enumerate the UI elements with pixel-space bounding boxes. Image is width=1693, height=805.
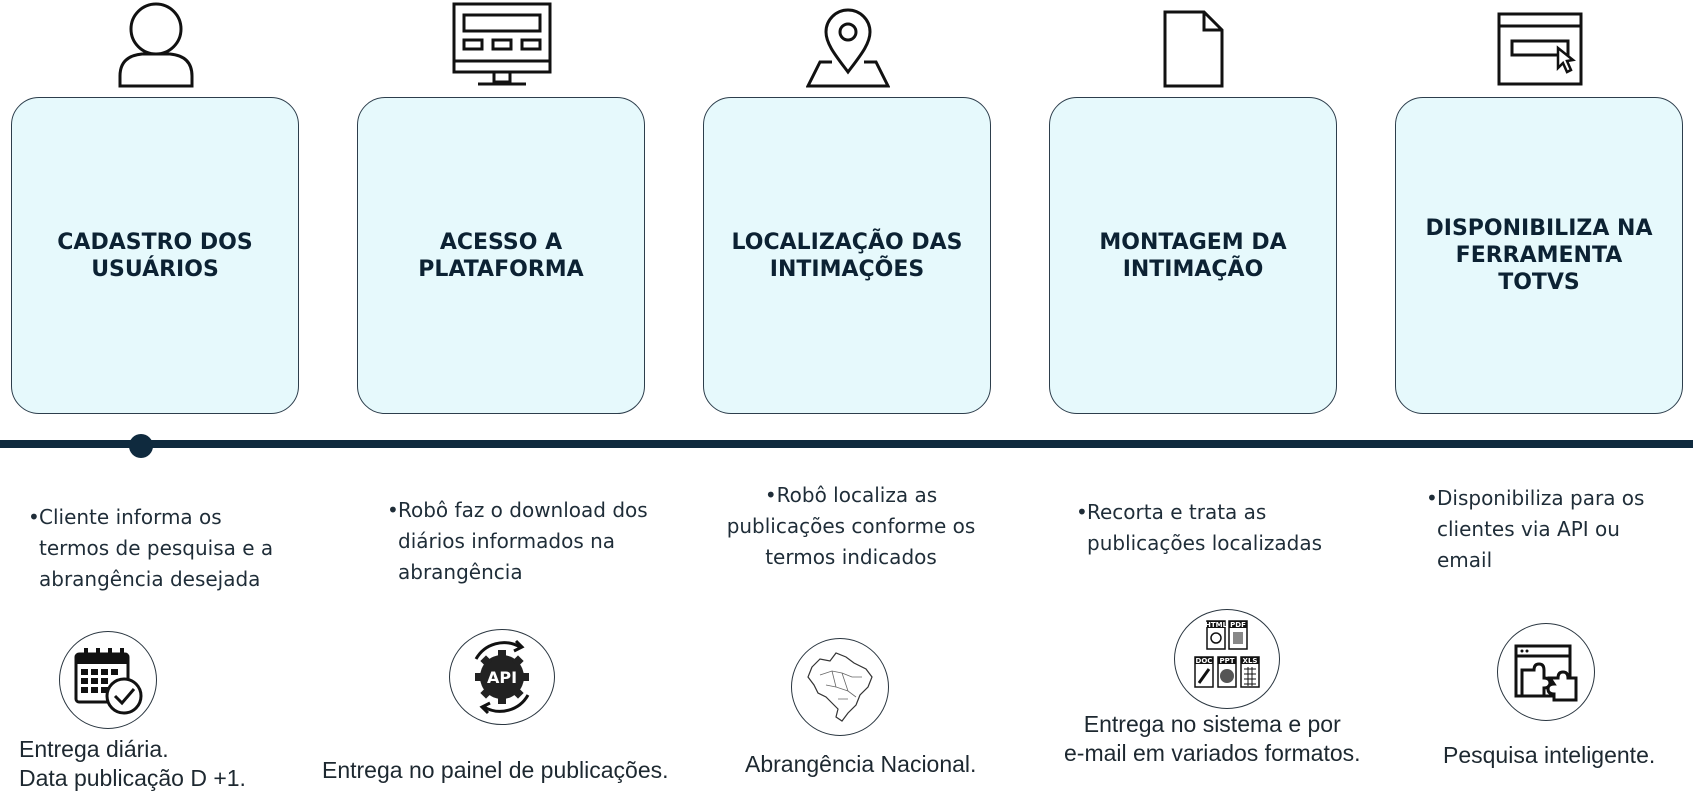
step-title: DISPONIBILIZA NA FERRAMENTA TOTVS [1425,216,1653,295]
step-title: MONTAGEM DA INTIMAÇÃO [1099,229,1287,282]
step-caption: Entrega diária. Data publicação D +1. [19,736,246,791]
step-card: ACESSO A PLATAFORMA [357,97,645,414]
browser-cursor-icon [1497,12,1583,86]
api-gear-icon: API [474,639,530,715]
document-icon [1163,10,1224,88]
format-label: PPT [1219,657,1234,665]
step-description: •Robô localiza as publicações conforme o… [726,483,976,569]
step-card: LOCALIZAÇÃO DAS INTIMAÇÕES [703,97,991,414]
format-label: PDF [1230,621,1246,629]
step-card: CADASTRO DOS USUÁRIOS [11,97,299,414]
format-label: XLS [1243,657,1258,665]
step-description: • Recorta e trata as publicações localiz… [1076,500,1323,555]
map-badge [791,638,889,736]
format-label: HTML [1205,621,1228,629]
step-caption: Abrangência Nacional. [745,751,977,777]
timeline-marker [129,434,153,458]
monitor-icon [452,2,552,86]
format-label: DOC [1196,657,1213,665]
user-icon [118,2,194,88]
brazil-map-icon [807,652,873,722]
step-title: CADASTRO DOS USUÁRIOS [57,229,253,282]
step-title: ACESSO A PLATAFORMA [418,229,584,282]
file-formats-icon: HTML PDF DOC PPT XLS [1194,620,1260,688]
step-description: • Disponibiliza para os clientes via API… [1426,486,1645,572]
step-description: • Cliente informa os termos de pesquisa … [28,505,274,591]
step-caption: Entrega no painel de publicações. [322,757,669,783]
timeline-line [0,440,1693,448]
step-caption: Entrega no sistema e por e-mail em varia… [1064,711,1361,766]
step-card: DISPONIBILIZA NA FERRAMENTA TOTVS [1395,97,1683,414]
calendar-badge [59,631,157,729]
puzzle-window-icon [1514,644,1578,702]
puzzle-badge [1497,623,1595,721]
map-pin-icon [806,8,890,88]
step-caption: Pesquisa inteligente. [1443,742,1656,768]
step-card: MONTAGEM DA INTIMAÇÃO [1049,97,1337,414]
formats-badge: HTML PDF DOC PPT XLS [1174,609,1280,709]
api-badge: API [449,629,555,725]
api-label: API [487,668,517,687]
step-title: LOCALIZAÇÃO DAS INTIMAÇÕES [731,229,963,282]
calendar-check-icon [74,648,143,715]
step-description: • Robô faz o download dos diários inform… [387,498,648,584]
